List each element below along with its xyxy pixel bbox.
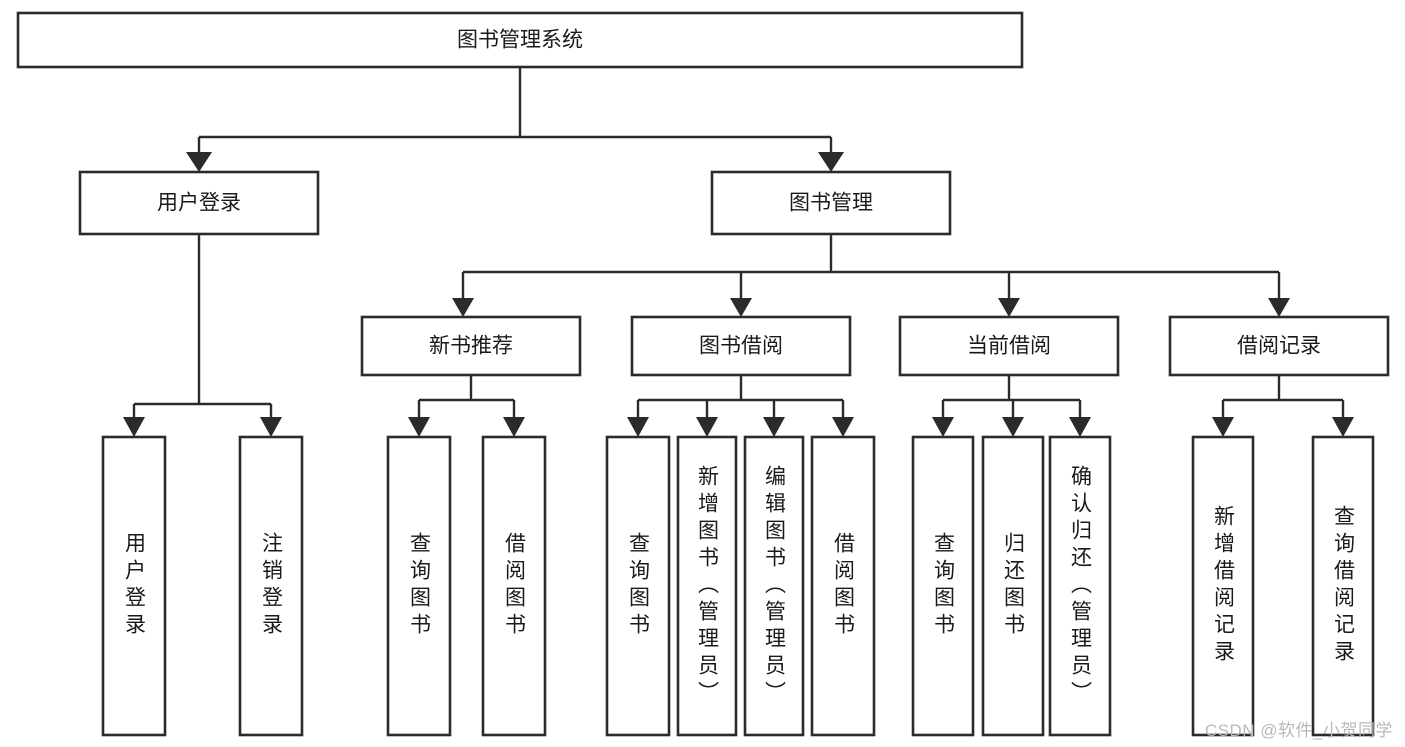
node-user-login-label: 用户登录	[157, 192, 241, 215]
arrowhead-record	[1268, 298, 1290, 317]
arrowhead-leaf-10	[1002, 417, 1024, 437]
node-borrow-record[interactable]: 借阅记录	[1168, 315, 1390, 377]
arrowhead-leaf-9	[932, 417, 954, 437]
leaf-box-add-book[interactable]	[676, 435, 738, 737]
arrowhead-leaf-8	[832, 417, 854, 437]
node-current-borrow-box[interactable]	[898, 315, 1120, 377]
node-borrow-record-label: 借阅记录	[1237, 335, 1321, 358]
node-user-login[interactable]: 用户登录	[78, 170, 320, 236]
node-new-book-recommend-label: 新书推荐	[429, 335, 513, 358]
leaf-box-query-book-3[interactable]	[911, 435, 975, 737]
arrowhead-leaf-1	[123, 417, 145, 437]
arrowhead-user-login	[186, 152, 212, 172]
arrowhead-leaf-6	[696, 417, 718, 437]
arrowhead-leaf-2	[260, 417, 282, 437]
node-book-manage[interactable]: 图书管理	[710, 170, 952, 236]
node-book-borrow-label: 图书借阅	[699, 335, 783, 358]
leaf-box-edit-book[interactable]	[743, 435, 805, 737]
leaf-box-add-record[interactable]	[1191, 435, 1255, 737]
arrowhead-leaf-11	[1069, 417, 1091, 437]
arrowhead-leaf-3	[408, 417, 430, 437]
arrowhead-leaf-12	[1212, 417, 1234, 437]
leaf-box-query-book-1[interactable]	[386, 435, 452, 737]
node-book-borrow-box[interactable]	[630, 315, 852, 377]
arrowhead-borrow	[730, 298, 752, 317]
arrowhead-leaf-13	[1332, 417, 1354, 437]
leaf-box-query-record[interactable]	[1311, 435, 1375, 737]
leaf-box-query-book-2[interactable]	[605, 435, 671, 737]
node-book-borrow[interactable]: 图书借阅	[630, 315, 852, 377]
node-current-borrow[interactable]: 当前借阅	[898, 315, 1120, 377]
node-root[interactable]: 图书管理系统	[16, 11, 1024, 69]
node-root-label: 图书管理系统	[457, 29, 583, 52]
arrowhead-leaf-5	[627, 417, 649, 437]
node-root-box[interactable]	[16, 11, 1024, 69]
node-book-manage-label: 图书管理	[789, 192, 873, 215]
arrowhead-leaf-7	[763, 417, 785, 437]
leaf-box-user-login[interactable]	[101, 435, 167, 737]
arrowhead-layer	[123, 152, 1354, 437]
node-new-book-recommend-box[interactable]	[360, 315, 582, 377]
leaf-box-logout[interactable]	[238, 435, 304, 737]
node-current-borrow-label: 当前借阅	[967, 335, 1051, 358]
arrowhead-newbook	[452, 298, 474, 317]
leaf-box-layer	[101, 435, 1375, 737]
arrowhead-leaf-4	[503, 417, 525, 437]
leaf-box-return-book[interactable]	[981, 435, 1045, 737]
node-book-manage-box[interactable]	[710, 170, 952, 236]
node-borrow-record-box[interactable]	[1168, 315, 1390, 377]
arrowhead-book-manage	[818, 152, 844, 172]
leaf-box-confirm-return[interactable]	[1048, 435, 1112, 737]
node-new-book-recommend[interactable]: 新书推荐	[360, 315, 582, 377]
arrowhead-current	[998, 298, 1020, 317]
leaf-box-borrow-book-1[interactable]	[481, 435, 547, 737]
leaf-box-borrow-book-2[interactable]	[810, 435, 876, 737]
node-user-login-box[interactable]	[78, 170, 320, 236]
